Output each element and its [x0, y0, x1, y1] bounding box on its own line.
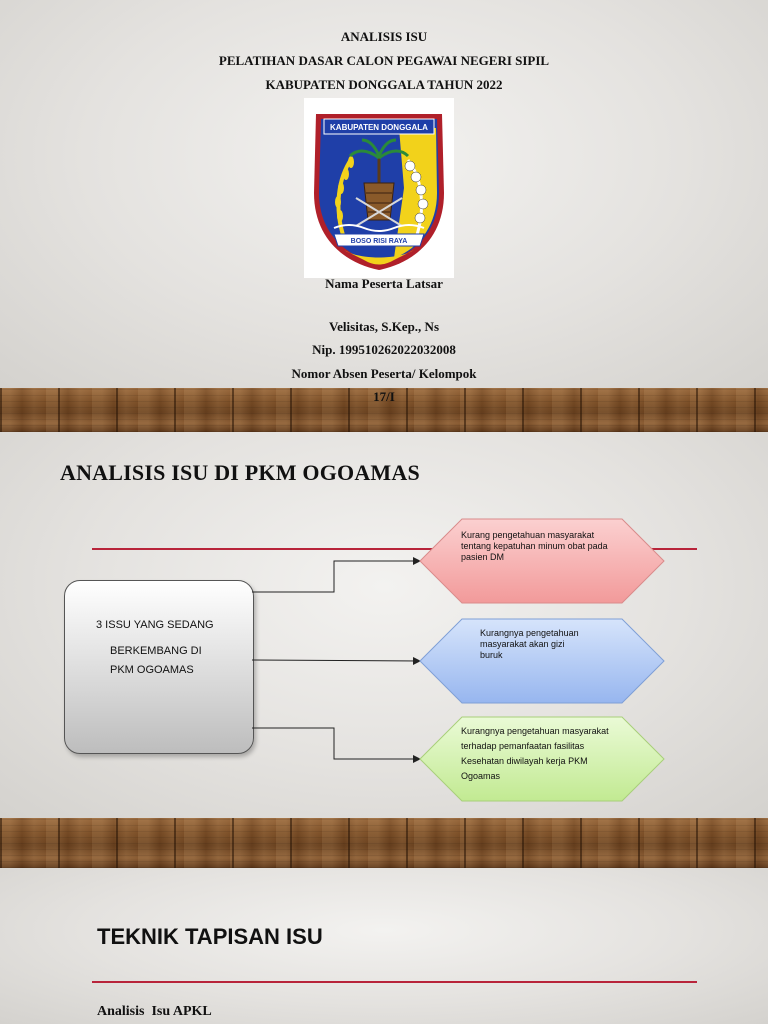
- participant-nip: Nip. 199510262022032008: [312, 342, 456, 357]
- absen-value: 17/I: [373, 389, 395, 404]
- participant-name: Velisitas, S.Kep., Ns: [328, 319, 440, 334]
- title-underline: [92, 548, 697, 550]
- analysis-slide: ANALISIS ISU DI PKM OGOAMAS 3 ISSU YANG …: [0, 432, 768, 818]
- title-line-2: PELATIHAN DASAR CALON PEGAWAI NEGERI SIP…: [218, 53, 550, 68]
- issue-hexagon-1: [419, 518, 665, 604]
- slide-title-3: TEKNIK TAPISAN ISU: [97, 924, 323, 949]
- issue-box-line-3: PKM OGOAMAS: [110, 664, 194, 676]
- issue-summary-box: [64, 580, 254, 754]
- issue-2-text: Kurangnya pengetahuan masyarakat akan gi…: [480, 628, 579, 660]
- issue-box-line-2: BERKEMBANG DI: [110, 645, 202, 657]
- kabupaten-donggala-emblem: KABUPATEN DONGGALA: [314, 114, 444, 270]
- issue-1-text: Kurang pengetahuan masyarakat tentang ke…: [461, 530, 608, 562]
- issue-box-line-1: 3 ISSU YANG SEDANG: [96, 619, 214, 631]
- wood-floor-divider-2: [0, 818, 768, 868]
- title-underline-3: [92, 981, 697, 983]
- slide-title: ANALISIS ISU DI PKM OGOAMAS: [60, 460, 420, 485]
- connector-diagram: [251, 518, 665, 802]
- logo-ribbon-text: BOSO RISI RAYA: [351, 238, 408, 245]
- participant-heading: Nama Peserta Latsar: [325, 276, 443, 291]
- wood-floor-divider: [0, 388, 768, 432]
- filtering-slide: TEKNIK TAPISAN ISU Analisis Isu APKL: [0, 868, 768, 1024]
- connector-2: [251, 656, 421, 665]
- issue-3-text: Kurangnya pengetahuan masyarakat terhada…: [461, 726, 609, 781]
- connector-1: [252, 557, 421, 593]
- slide-subtitle-3: Analisis Isu APKL: [97, 1004, 212, 1019]
- title-line-3: KABUPATEN DONGGALA TAHUN 2022: [265, 77, 503, 92]
- title-line-1: ANALISIS ISU: [340, 29, 428, 44]
- issue-hexagon-2: [419, 618, 665, 704]
- connector-3: [252, 727, 421, 763]
- absen-label: Nomor Absen Peserta/ Kelompok: [291, 366, 477, 381]
- issue-hexagon-3: [419, 716, 665, 802]
- title-slide: ANALISIS ISU PELATIHAN DASAR CALON PEGAW…: [0, 0, 768, 388]
- logo-banner-text: KABUPATEN DONGGALA: [330, 123, 428, 132]
- logo-frame: KABUPATEN DONGGALA: [304, 98, 454, 278]
